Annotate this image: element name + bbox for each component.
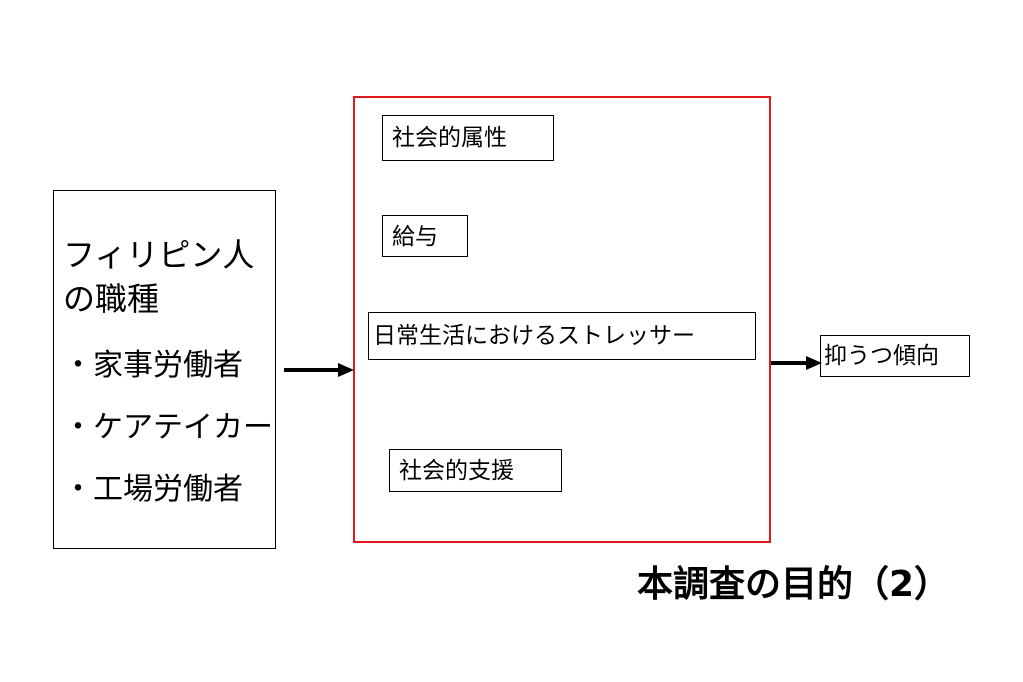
- right-arrow: [771, 356, 822, 370]
- page-title: 本調査の目的（2）: [637, 564, 951, 605]
- factors-frame: [353, 96, 771, 543]
- factor-box: 給与: [382, 215, 468, 257]
- factor-box: 日常生活におけるストレッサー: [368, 312, 756, 360]
- job-types-title: フィリピン人の職種: [63, 236, 255, 318]
- factor-label: 社会的支援: [399, 458, 514, 484]
- factor-label: 給与: [392, 224, 438, 250]
- left-arrow: [284, 363, 354, 377]
- factor-box: 社会的属性: [382, 115, 554, 161]
- factor-label: 日常生活におけるストレッサー: [373, 323, 695, 349]
- job-type-item: ・工場労働者: [63, 472, 243, 507]
- outcome-label: 抑うつ傾向: [824, 343, 939, 369]
- factor-label: 社会的属性: [392, 125, 507, 151]
- job-type-item: ・家事労働者: [63, 348, 243, 383]
- outcome-box: 抑うつ傾向: [820, 335, 970, 377]
- factor-box: 社会的支援: [389, 449, 562, 492]
- job-type-item: ・ケアテイカー: [63, 410, 273, 445]
- job-types-box: フィリピン人の職種 ・家事労働者 ・ケアテイカー ・工場労働者: [53, 190, 276, 549]
